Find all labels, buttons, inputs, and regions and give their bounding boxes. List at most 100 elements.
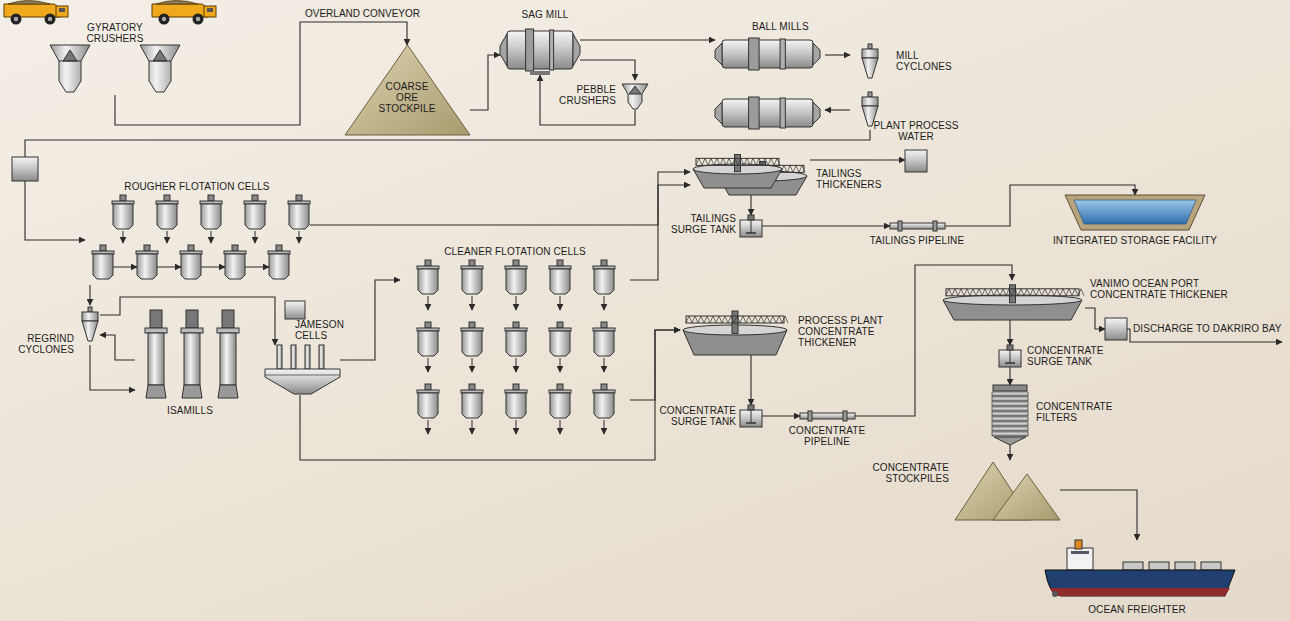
flow-line — [340, 280, 400, 360]
tank-symbol — [740, 405, 762, 427]
equipment-node: CONCENTRATE FILTERS — [990, 385, 1030, 445]
equipment-label: CONCENTRATE FILTERS — [1036, 401, 1120, 423]
tank-symbol — [999, 345, 1021, 367]
equipment-label: GYRATORY CRUSHERS — [84, 22, 146, 44]
equipment-label: CONCENTRATE PIPELINE — [785, 425, 869, 447]
equipment-node: TAILINGS THICKENERS — [690, 150, 810, 195]
equipment-label: VANIMO OCEAN PORT CONCENTRATE THICKENER — [1090, 278, 1240, 300]
equipment-label: TAILINGS THICKENERS — [816, 168, 888, 190]
thick1-symbol — [940, 280, 1085, 320]
flow-line — [750, 195, 751, 215]
pipe-symbol — [800, 411, 855, 421]
pond-symbol — [1065, 195, 1205, 230]
pipe-symbol — [890, 221, 945, 231]
flow-line — [855, 265, 1012, 416]
crushers-symbol — [50, 45, 180, 95]
flow-line — [25, 130, 870, 240]
flow-line — [1009, 445, 1010, 460]
equipment-node: CONCENTRATE SURGE TANK — [740, 405, 762, 427]
haul-truck — [4, 1, 68, 25]
equipment-node: ROUGHER FLOTATION CELLS — [85, 195, 310, 285]
equipment-label: INTEGRATED STORAGE FACILITY — [1045, 235, 1225, 246]
flow-line — [825, 109, 850, 110]
equipment-label: CONCENTRATE STOCKPILES — [865, 462, 949, 484]
rougher-symbol — [85, 195, 310, 285]
flow-line — [762, 225, 890, 226]
flow-line — [100, 335, 135, 360]
equipment-node: ISAMILLS — [135, 310, 245, 400]
distribution-box — [12, 157, 38, 181]
flow-line — [825, 54, 850, 55]
flow-line — [540, 75, 635, 125]
equipment-label: DISCHARGE TO DAKRIRO BAY — [1133, 323, 1283, 334]
equipment-label: COARSE ORE STOCKPILE — [377, 81, 437, 114]
flow-line — [1060, 490, 1137, 540]
flow-line — [300, 330, 680, 460]
equipment-node: JAMESON CELLS — [265, 345, 340, 395]
equipment-node: TAILINGS PIPELINE — [890, 221, 945, 231]
flow-line — [630, 330, 680, 400]
equipment-label: CONCENTRATE SURGE TANK — [1027, 345, 1111, 367]
haul-truck — [152, 1, 216, 25]
flow-line — [580, 39, 715, 40]
equipment-node: SAG MILL — [500, 25, 580, 75]
equipment-node: PLANT PROCESS WATER — [905, 150, 927, 172]
equipment-label: PEBBLE CRUSHERS — [556, 84, 616, 106]
equipment-node: CONCENTRATE PIPELINE — [800, 411, 855, 421]
equipment-label: CLEANER FLOTATION CELLS — [425, 246, 605, 257]
equipment-label: MILL CYCLONES — [896, 50, 958, 72]
thick2-symbol — [690, 150, 810, 195]
equipment-label: CONCENTRATE SURGE TANK — [652, 405, 736, 427]
isamills-symbol — [135, 310, 245, 400]
flow-line — [470, 55, 500, 110]
equipment-label: OCEAN FREIGHTER — [1077, 604, 1197, 615]
flow-line — [310, 172, 690, 225]
flow-line — [89, 285, 90, 305]
equipment-node: INTEGRATED STORAGE FACILITY — [1065, 195, 1205, 230]
equipment-label: SAG MILL — [510, 9, 580, 20]
ballmills-symbol — [715, 35, 825, 133]
flow-line — [750, 355, 751, 405]
flow-label: OVERLAND CONVEYOR — [303, 8, 422, 19]
equipment-label: ISAMILLS — [150, 405, 230, 416]
feed-box — [285, 301, 305, 319]
equipment-label: REGRIND CYCLONES — [12, 333, 74, 355]
equipment-node: VANIMO OCEAN PORT CONCENTRATE THICKENER — [940, 280, 1085, 320]
cleaner-symbol — [400, 260, 630, 445]
filter-symbol — [990, 385, 1030, 445]
equipment-node: BALL MILLS — [715, 35, 825, 133]
flow-line — [1009, 367, 1010, 385]
equipment-node: REGRIND CYCLONES — [80, 305, 100, 345]
flow-line — [1085, 308, 1105, 329]
ship-symbol — [1045, 540, 1235, 602]
pebble-symbol — [620, 80, 650, 110]
equipment-node: OCEAN FREIGHTER — [1045, 540, 1235, 602]
equipment-label: PLANT PROCESS WATER — [870, 120, 962, 142]
flow-line — [1009, 320, 1010, 345]
equipment-node: DISCHARGE TO DAKRIRO BAY — [1105, 318, 1127, 340]
equipment-node: MILL CYCLONES — [850, 40, 890, 130]
equipment-node: CONCENTRATE SURGE TANK — [999, 345, 1021, 367]
equipment-node: TAILINGS SURGE TANK — [740, 215, 762, 237]
flow-line — [90, 345, 135, 390]
tank-symbol — [740, 215, 762, 237]
cyclones-symbol — [850, 40, 890, 130]
sag-symbol — [500, 25, 580, 75]
flow-line — [580, 60, 635, 80]
cyclone1-symbol — [80, 305, 100, 345]
equipment-label: TAILINGS PIPELINE — [862, 235, 972, 246]
equipment-label: ROUGHER FLOTATION CELLS — [107, 181, 287, 192]
equipment-label: JAMESON CELLS — [295, 319, 353, 341]
equipment-node: COARSE ORE STOCKPILE — [345, 45, 470, 135]
equipment-label: PROCESS PLANT CONCENTRATE THICKENER — [798, 315, 888, 348]
equipment-node: GYRATORY CRUSHERS — [50, 45, 180, 95]
equipment-node: PEBBLE CRUSHERS — [620, 80, 650, 110]
flow-line — [762, 415, 800, 416]
equipment-label: TAILINGS SURGE TANK — [666, 213, 736, 235]
equipment-node: PROCESS PLANT CONCENTRATE THICKENER — [680, 305, 790, 355]
flow-line — [810, 159, 905, 160]
equipment-label: BALL MILLS — [752, 21, 832, 32]
thick1-symbol — [680, 305, 790, 355]
box-symbol — [905, 150, 927, 172]
